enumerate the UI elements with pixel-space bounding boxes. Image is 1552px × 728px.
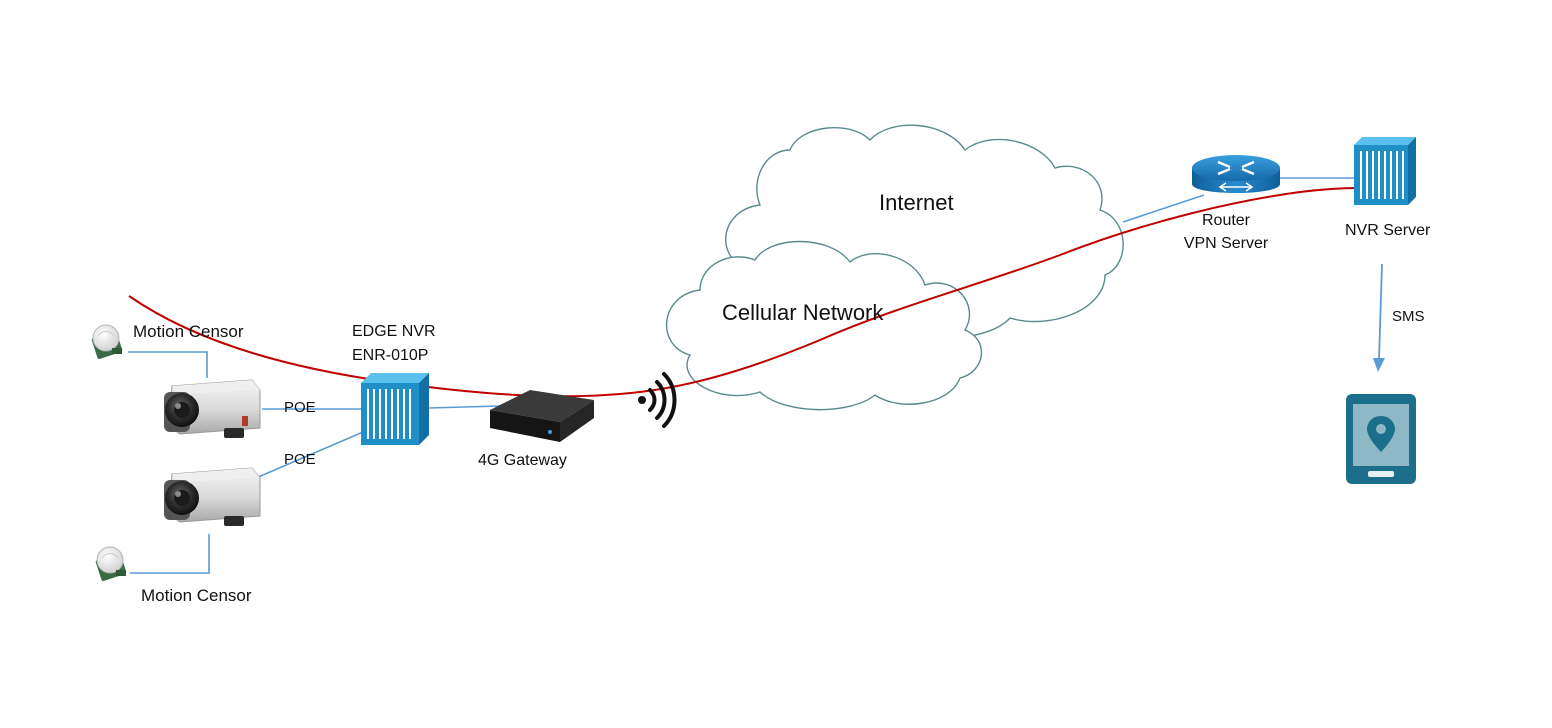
label-edge-nvr-model: ENR-010P (352, 347, 429, 364)
label-sms: SMS (1392, 308, 1425, 325)
link-nvr-gateway (428, 405, 501, 409)
camera-icon (164, 379, 261, 438)
link-lines (128, 177, 1356, 574)
link-sensor-camera-bottom (130, 534, 210, 574)
label-internet: Internet (879, 190, 954, 215)
motion-sensor-top (91, 324, 123, 359)
label-4g-gateway: 4G Gateway (478, 452, 567, 469)
gateway-device (490, 390, 594, 442)
wireless-signal-icon (638, 372, 677, 428)
label-nvr-server: NVR Server (1345, 222, 1431, 239)
camera-bottom (164, 467, 261, 526)
motion-sensor-bottom (95, 546, 127, 581)
camera-top (164, 379, 261, 438)
label-poe-top: POE (284, 399, 316, 416)
link-poe-bottom (255, 431, 364, 479)
link-cloud-router (1122, 194, 1205, 223)
edge-nvr-device (361, 373, 429, 445)
motion-sensor-icon (95, 546, 127, 581)
tablet-device (1346, 394, 1416, 484)
link-sensor-camera-top (128, 351, 208, 378)
router-device (1192, 155, 1280, 193)
server-icon (1354, 137, 1416, 205)
wireless-signal (638, 372, 677, 428)
nvr-server-device (1354, 137, 1416, 205)
tablet-location-icon (1346, 394, 1416, 484)
label-vpn-server: VPN Server (1183, 235, 1269, 252)
gateway-box-icon (490, 390, 594, 442)
label-cellular-network: Cellular Network (722, 300, 884, 325)
sms-arrow (1373, 263, 1385, 372)
label-motion-sensor-top: Motion Censor (133, 322, 244, 341)
router-icon (1192, 155, 1280, 193)
label-edge-nvr: EDGE NVR (352, 323, 436, 340)
label-motion-sensor-bottom: Motion Censor (141, 586, 252, 605)
label-poe-bottom: POE (284, 451, 316, 468)
camera-icon (164, 467, 261, 526)
motion-sensor-icon (91, 324, 123, 359)
nvr-device-icon (361, 373, 429, 445)
label-router: Router (1201, 212, 1251, 229)
